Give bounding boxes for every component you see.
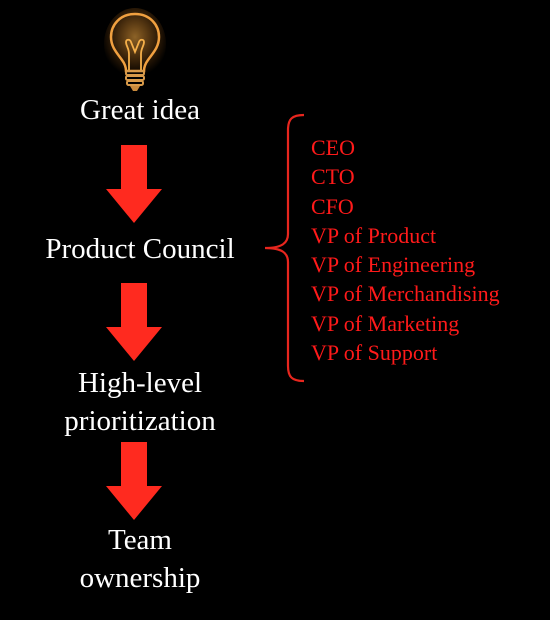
- step-great-idea-line-1: Great idea: [80, 94, 200, 126]
- step-great-idea: Great idea: [0, 91, 280, 129]
- step-high-level-prioritization: High-level prioritization: [0, 364, 280, 440]
- member-vp-marketing: VP of Marketing: [311, 310, 460, 336]
- member-vp-merchandising: VP of Merchandising: [311, 281, 500, 307]
- down-arrow-icon: [106, 442, 162, 520]
- member-cto: CTO: [311, 164, 355, 190]
- member-vp-engineering: VP of Engineering: [311, 252, 476, 278]
- member-cfo: CFO: [311, 193, 354, 219]
- step-product-council: Product Council: [0, 230, 280, 268]
- down-arrow-icon: [106, 145, 162, 223]
- council-members-list: CEO CTO CFO VP of Product VP of Engineer…: [311, 133, 500, 367]
- left-curly-brace: [264, 113, 305, 383]
- step-product-council-line-1: Product Council: [45, 233, 235, 265]
- member-ceo: CEO: [311, 135, 355, 160]
- member-vp-support: VP of Support: [311, 340, 438, 366]
- step-team-ownership: Team ownership: [0, 521, 280, 597]
- step-ownership-line-2: ownership: [79, 562, 201, 594]
- lightbulb-icon: [104, 8, 166, 91]
- step-prioritization-line-2: prioritization: [64, 405, 216, 437]
- step-ownership-line-1: Team: [108, 524, 172, 556]
- member-vp-product: VP of Product: [311, 222, 437, 248]
- down-arrow-icon: [106, 283, 162, 361]
- step-prioritization-line-1: High-level: [77, 367, 202, 399]
